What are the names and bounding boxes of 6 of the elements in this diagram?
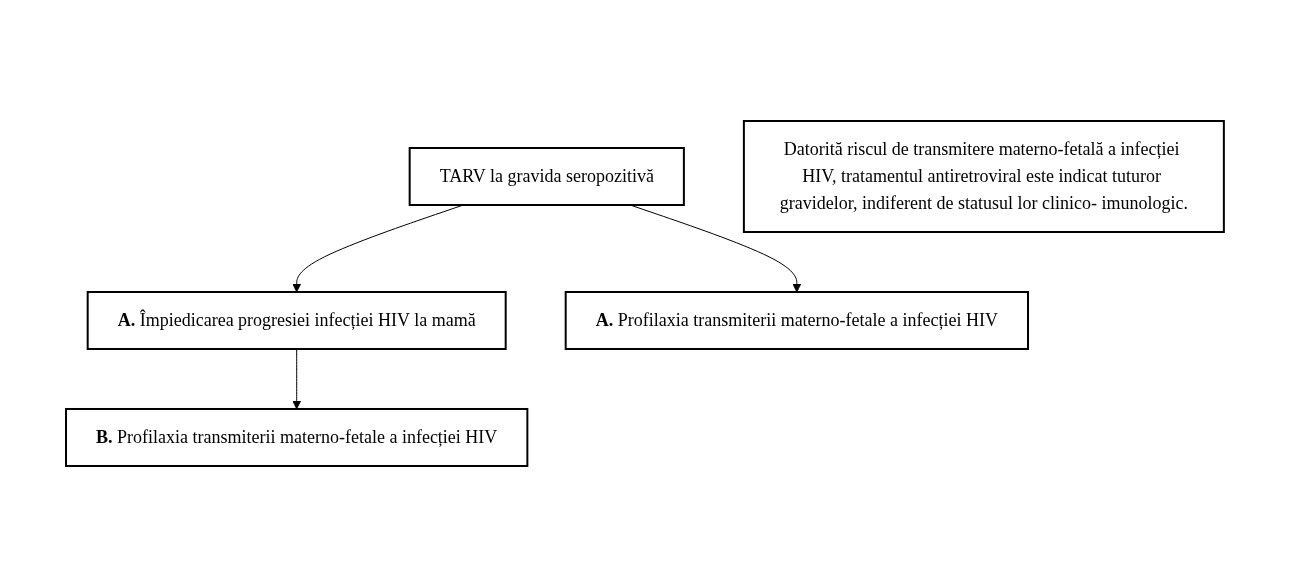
node-box: A. Profilaxia transmiterii materno-fetale a infecției HIV (564, 290, 1030, 350)
node-box: A. Împiedicarea progresiei infecției HIV la mamă (86, 290, 507, 350)
arrow (292, 348, 302, 409)
node-box: TARV la gravida seropozitivă (408, 146, 685, 206)
node-box: Datorită riscul de transmitere materno-fetală a infecției HIV, tratamentul antiretroviral este indicat tuturor gravidelor, indiferent de statusul lor clinico- imunologic. (742, 119, 1225, 233)
node-box: B. Profilaxia transmiterii materno-fetale a infecției HIV (65, 407, 529, 467)
